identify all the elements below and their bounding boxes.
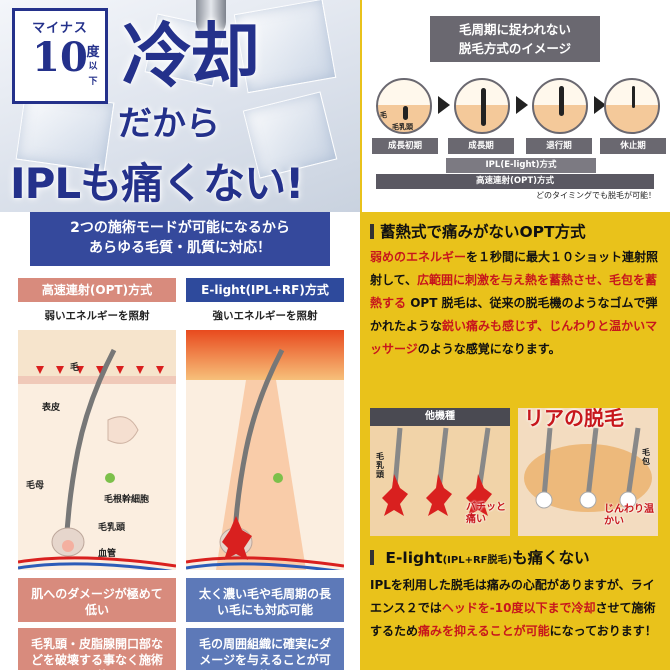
hero-headline: IPLも痛くない! [10,159,304,208]
modes-banner: 2つの施術モードが可能になるから あらゆる毛質・肌質に対応！ [30,212,330,266]
ria-device-panel: リアの脱毛 毛包 じんわり温かい [518,408,658,536]
section-title-opt: 蓄熱式で痛みがないOPT方式 [370,220,586,242]
stage-circle-2 [454,78,510,134]
stage-label: 成長初期 [372,138,438,154]
minus-10-degree-badge: マイナス 10 度以下 [12,8,108,104]
mode-comparison-panel: 2つの施術モードが可能になるから あらゆる毛質・肌質に対応！ 高速連射(OPT)… [0,212,360,670]
stage-label: 退行期 [526,138,592,154]
other-device-panel: 他機種 毛乳頭 バチッと痛い [370,408,510,536]
stage-circle-3 [532,78,588,134]
opt-fact-1: 肌へのダメージが極めて低い [18,578,176,622]
ipl-coverage-bar: IPL(E-light)方式 [446,158,596,173]
opt-title: 高速連射(OPT)方式 [18,278,176,302]
hair-cycle-diagram: 毛周期に捉われない 脱毛方式のイメージ 毛 毛乳頭 成長初期 成長期 退行期 休… [362,0,670,212]
device-head-icon [196,0,226,36]
arrow-icon [438,96,450,114]
stage-label: 成長期 [448,138,514,154]
stage-circle-1 [376,78,432,134]
elight-title: E-light(IPL+RF)方式 [186,278,344,302]
hero-subtitle: だから [118,104,220,144]
opt-skin-illustration [18,330,176,570]
stage-circle-4 [604,78,660,134]
elight-column: E-light(IPL+RF)方式 強いエネルギーを照射 太く濃い毛や毛周期の長… [186,278,344,670]
hero-banner: マイナス 10 度以下 冷却 だから IPLも痛くない! [0,0,360,212]
timing-note: どのタイミングでも脱毛が可能！ [536,191,656,200]
opt-fact-2: 毛乳頭・皮脂腺開口部などを破壊する事なく施術可能 [18,628,176,670]
elight-fact-2: 毛の周囲組織に確実にダメージを与えることが可能 [186,628,344,670]
elight-fact-1: 太く濃い毛や毛周期の長い毛にも対応可能 [186,578,344,622]
opt-paragraph: 弱めのエネルギーを１秒間に最大１０ショット連射照射して、広範囲に刺激を与え熱を蓄… [370,250,659,356]
elight-skin-illustration [186,330,344,570]
arrow-icon [594,96,606,114]
elight-paragraph: IPLを利用した脱毛は痛みの心配がありますが、ライエンス２ではヘッドを-10度以… [370,578,657,638]
hero-title-cooling: 冷却 [122,14,260,97]
arrow-icon [516,96,528,114]
feature-description: 蓄熱式で痛みがないOPT方式 弱めのエネルギーを１秒間に最大１０ショット連射照射… [362,212,670,670]
stage-label: 休止期 [600,138,666,154]
section-title-elight: E-light(IPL+RF脱毛)も痛くない [370,546,589,568]
elight-sub: 強いエネルギーを照射 [212,310,318,322]
hair-cycle-header: 毛周期に捉われない 脱毛方式のイメージ [430,16,600,62]
opt-coverage-bar: 高速連射(OPT)方式 [376,174,654,189]
opt-column: 高速連射(OPT)方式 弱いエネルギーを照射 毛 表皮 毛母 毛根幹細胞 毛乳頭… [18,278,176,670]
opt-sub: 弱いエネルギーを照射 [44,310,150,322]
